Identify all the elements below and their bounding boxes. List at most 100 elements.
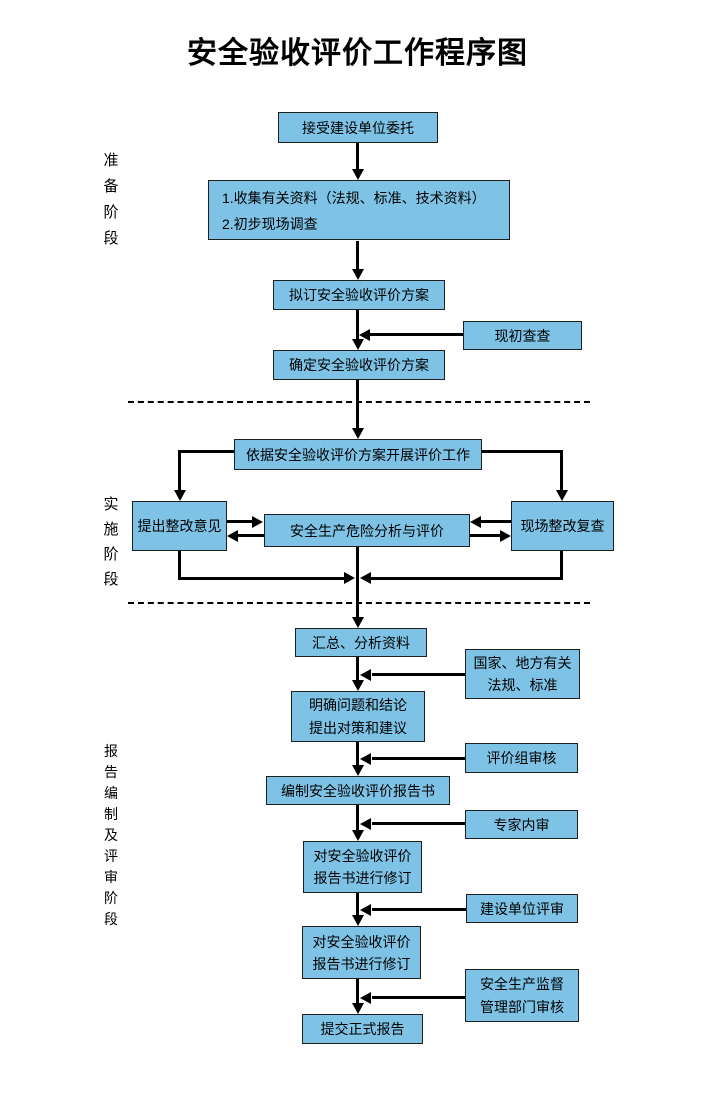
node-propose-rectification: 提出整改意见 xyxy=(132,501,227,551)
arrowhead-down-icon xyxy=(352,269,364,280)
flow-line xyxy=(356,979,359,1004)
flow-line xyxy=(372,996,465,999)
flow-line xyxy=(356,380,359,428)
node-submit-final-report: 提交正式报告 xyxy=(302,1014,423,1044)
node-compile-report: 编制安全验收评价报告书 xyxy=(266,776,450,805)
flow-line xyxy=(356,893,359,916)
flow-line xyxy=(371,577,563,580)
arrowhead-down-icon xyxy=(352,680,364,691)
node-label-line2: 报告书进行修订 xyxy=(312,955,411,972)
arrowhead-down-icon xyxy=(352,915,364,926)
node-label-line2: 管理部门审核 xyxy=(480,998,564,1015)
node-label: 汇总、分析资料 xyxy=(312,634,410,651)
node-carry-out-evaluation: 依据安全验收评价方案开展评价工作 xyxy=(234,439,482,470)
node-label: 编制安全验收评价报告书 xyxy=(281,782,435,799)
node-hazard-analysis: 安全生产危险分析与评价 xyxy=(264,514,470,547)
node-label: 确定安全验收评价方案 xyxy=(289,357,429,373)
flow-line xyxy=(178,551,181,580)
flow-line xyxy=(372,757,465,760)
node-label: 提交正式报告 xyxy=(320,1021,405,1037)
arrowhead-left-icon xyxy=(360,992,371,1004)
flow-line xyxy=(356,310,359,340)
arrowhead-left-icon xyxy=(360,753,371,765)
flow-line xyxy=(178,450,181,491)
flow-line xyxy=(238,534,264,537)
flow-line xyxy=(560,551,563,580)
node-authority-review: 安全生产监督 管理部门审核 xyxy=(465,969,579,1022)
node-site-initial-check: 现初查查 xyxy=(463,321,582,350)
node-revise-report-2: 对安全验收评价 报告书进行修订 xyxy=(302,926,421,979)
node-evaluation-team-review: 评价组审核 xyxy=(465,743,578,773)
arrowhead-down-icon xyxy=(352,617,364,628)
node-clarify-conclusions: 明确问题和结论 提出对策和建议 xyxy=(291,691,425,742)
arrowhead-right-icon xyxy=(344,572,355,584)
node-label-line2: 法规、标准 xyxy=(487,677,558,693)
node-confirm-plan: 确定安全验收评价方案 xyxy=(273,350,445,380)
stage-label-preparation: 准备阶段 xyxy=(103,152,119,247)
node-label-line1: 安全生产监督 xyxy=(480,975,564,992)
arrowhead-down-icon xyxy=(352,1003,364,1014)
node-site-rectification-recheck: 现场整改复查 xyxy=(511,501,614,551)
stage-label-implementation: 实施阶段 xyxy=(103,496,119,588)
node-collect-materials: 1.收集有关资料（法规、标准、技术资料） 2.初步现场调查 xyxy=(208,180,510,240)
node-label-line1: 对安全验收评价 xyxy=(312,933,411,950)
flow-line xyxy=(560,450,563,491)
node-label-line2: 2.初步现场调查 xyxy=(222,216,318,232)
arrowhead-down-icon xyxy=(352,765,364,776)
node-label: 提出整改意见 xyxy=(137,518,222,534)
node-label-line1: 对安全验收评价 xyxy=(313,848,412,864)
node-accept-commission: 接受建设单位委托 xyxy=(278,112,438,143)
flow-line xyxy=(178,577,345,580)
arrowhead-down-icon xyxy=(352,428,364,439)
flow-line xyxy=(372,673,465,676)
flow-line xyxy=(356,143,359,171)
arrowhead-down-icon xyxy=(352,169,364,180)
arrowhead-left-icon xyxy=(470,516,481,528)
node-client-review: 建设单位评审 xyxy=(466,894,578,923)
arrowhead-down-icon xyxy=(556,490,568,501)
flow-line xyxy=(356,742,359,766)
node-label: 专家内审 xyxy=(493,816,550,833)
node-expert-internal-review: 专家内审 xyxy=(465,810,578,839)
arrowhead-left-icon xyxy=(360,904,371,916)
node-label-line1: 国家、地方有关 xyxy=(473,655,572,671)
node-label-line2: 报告书进行修订 xyxy=(313,870,412,886)
node-draft-plan: 拟订安全验收评价方案 xyxy=(273,280,445,310)
node-summarize-data: 汇总、分析资料 xyxy=(295,628,427,657)
flow-line xyxy=(178,450,234,453)
stage-label-report-review: 报告编制及评审阶段 xyxy=(104,743,118,927)
flow-line xyxy=(356,805,359,831)
node-label: 现场整改复查 xyxy=(520,518,605,534)
arrowhead-down-icon xyxy=(352,339,364,350)
flow-line xyxy=(481,520,511,523)
flow-line xyxy=(369,333,463,336)
node-label-line1: 1.收集有关资料（法规、标准、技术资料） xyxy=(222,190,486,206)
flow-line xyxy=(470,534,500,537)
flow-line xyxy=(372,908,466,911)
node-label: 现初查查 xyxy=(494,327,551,344)
node-label-line1: 明确问题和结论 xyxy=(309,696,407,713)
node-label: 依据安全验收评价方案开展评价工作 xyxy=(246,446,470,463)
flow-line xyxy=(356,241,359,270)
arrowhead-right-icon xyxy=(500,530,511,542)
arrowhead-left-icon xyxy=(360,669,371,681)
node-revise-report-1: 对安全验收评价 报告书进行修订 xyxy=(303,841,422,893)
node-regulations-standards: 国家、地方有关 法规、标准 xyxy=(465,649,580,699)
flow-line xyxy=(356,657,359,681)
flow-line xyxy=(372,822,465,825)
node-label: 安全生产危险分析与评价 xyxy=(290,522,444,539)
flow-line xyxy=(482,450,562,453)
arrowhead-down-icon xyxy=(174,490,186,501)
stage-divider-line xyxy=(128,602,590,604)
arrowhead-down-icon xyxy=(352,830,364,841)
flow-line xyxy=(227,520,253,523)
stage-divider-line xyxy=(128,401,590,403)
node-label: 评价组审核 xyxy=(486,750,557,766)
node-label: 接受建设单位委托 xyxy=(302,119,414,136)
arrowhead-left-icon xyxy=(227,530,238,542)
node-label-line2: 提出对策和建议 xyxy=(309,719,407,736)
page-title: 安全验收评价工作程序图 xyxy=(187,37,528,70)
node-label: 建设单位评审 xyxy=(480,900,564,917)
flow-line xyxy=(356,547,359,618)
